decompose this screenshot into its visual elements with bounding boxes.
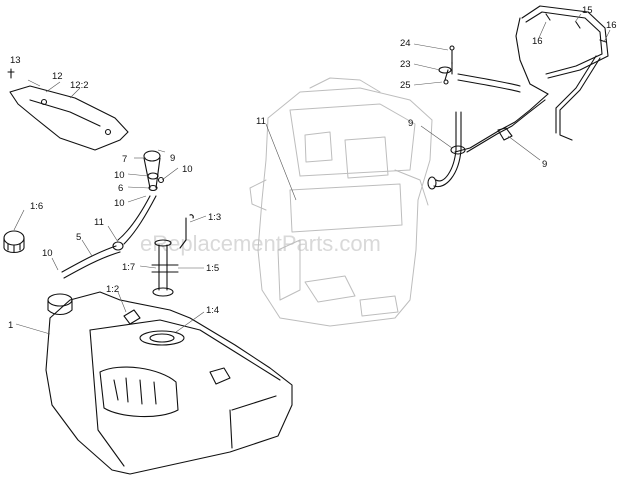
fuel-cap xyxy=(3,230,25,254)
callout-16: 16 xyxy=(532,36,543,47)
fuel-tank xyxy=(45,291,293,475)
watermark-text: eReplacementParts.com xyxy=(140,231,381,256)
callout-23: 23 xyxy=(400,59,411,70)
callout-6: 6 xyxy=(118,183,123,194)
callout-1-5: 1:5 xyxy=(206,263,219,274)
bracket-part-12 xyxy=(7,68,129,151)
callout-11: 11 xyxy=(94,217,104,228)
fuel-gauge-assembly xyxy=(151,214,194,297)
callout-10: 10 xyxy=(182,164,193,175)
callout-1-2: 1:2 xyxy=(106,284,119,295)
callout-11: 11 xyxy=(256,116,266,127)
callout-1: 1 xyxy=(8,320,13,331)
callout-16: 16 xyxy=(606,20,617,31)
callout-10: 10 xyxy=(42,248,53,259)
callout-10: 10 xyxy=(114,198,125,209)
callout-1-4: 1:4 xyxy=(206,305,219,316)
callout-1-3: 1:3 xyxy=(208,212,221,223)
callout-labels: 13 12 12:2 7 9 10 10 6 10 11 1:6 11 5 10… xyxy=(8,5,617,331)
callout-10: 10 xyxy=(114,170,125,181)
tube-assembly xyxy=(438,5,609,153)
callout-13: 13 xyxy=(10,55,21,66)
callout-24: 24 xyxy=(400,38,411,49)
fitting-assembly xyxy=(117,150,165,245)
callout-1-6: 1:6 xyxy=(30,201,43,212)
callout-25: 25 xyxy=(400,80,411,91)
callout-12-2: 12:2 xyxy=(70,80,89,91)
callout-15: 15 xyxy=(582,5,593,16)
callout-9: 9 xyxy=(408,118,413,129)
callout-7: 7 xyxy=(122,154,127,165)
leader-lines xyxy=(13,13,611,335)
fuel-hose xyxy=(61,241,124,279)
callout-9: 9 xyxy=(170,153,175,164)
engine-block xyxy=(249,77,433,327)
hose-elbow-right xyxy=(427,111,513,190)
callout-5: 5 xyxy=(76,232,81,243)
callout-9: 9 xyxy=(542,159,547,170)
callout-1-7: 1:7 xyxy=(122,262,135,273)
callout-12: 12 xyxy=(52,71,63,82)
